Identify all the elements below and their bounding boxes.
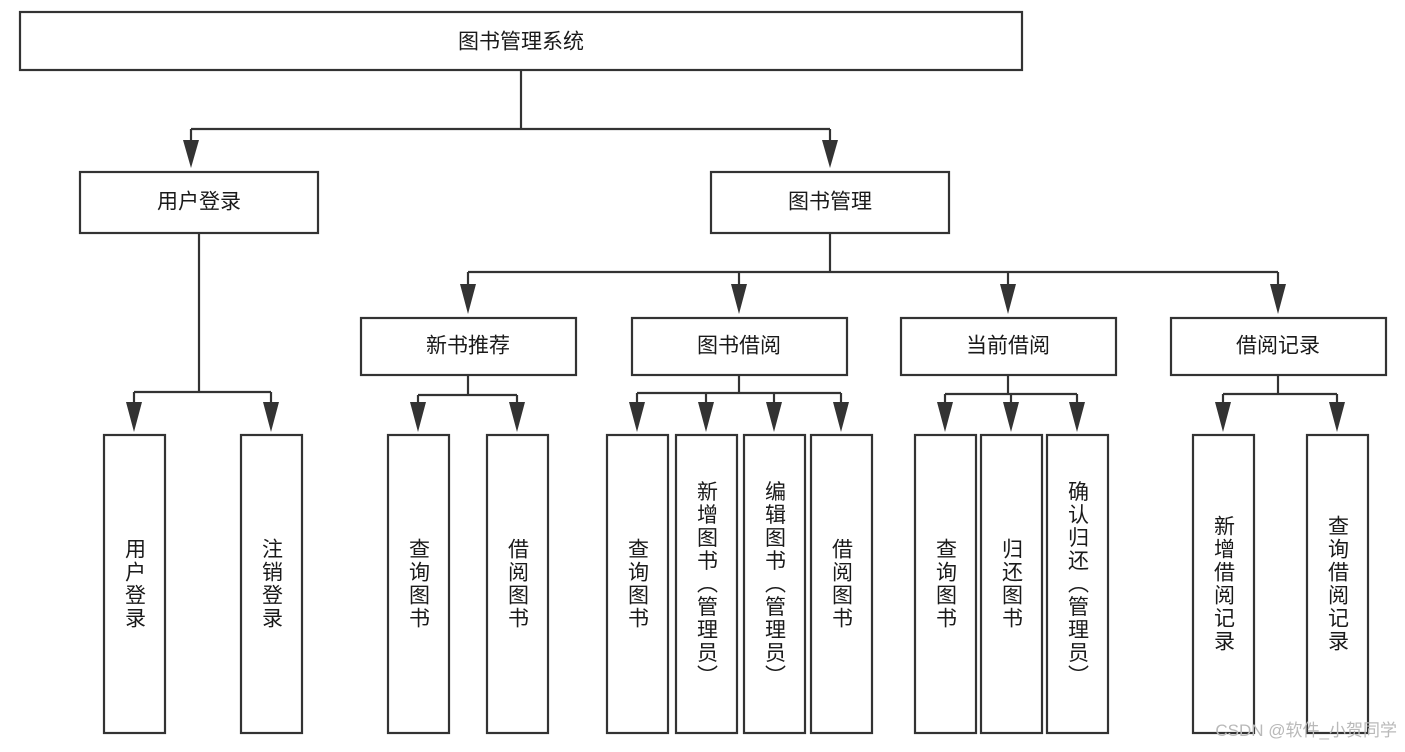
node-book-manage-label: 图书管理	[788, 191, 872, 214]
node-leaf-confirm-return[interactable]: 确认归还（管理员）	[1045, 433, 1110, 735]
node-leaf-logout[interactable]: 注销登录	[239, 433, 304, 735]
node-book-borrow-label: 图书借阅	[697, 335, 781, 358]
node-leaf-logout-box[interactable]	[239, 433, 304, 735]
node-leaf-edit-book-label: 编辑图书（管理员）	[763, 481, 787, 688]
arrow-leaf-query-book-2	[629, 402, 645, 432]
node-leaf-borrow-book-1[interactable]: 借阅图书	[485, 433, 550, 735]
arrow-leaf-return-book	[1003, 402, 1019, 432]
node-leaf-query-book-3-box[interactable]	[913, 433, 978, 735]
node-book-borrow[interactable]: 图书借阅	[630, 316, 849, 377]
node-leaf-user-login[interactable]: 用户登录	[102, 433, 167, 735]
node-leaf-query-record[interactable]: 查询借阅记录	[1305, 433, 1370, 735]
node-leaf-add-book-label: 新增图书（管理员）	[695, 481, 719, 688]
node-leaf-return-book[interactable]: 归还图书	[979, 433, 1044, 735]
node-leaf-query-book-3[interactable]: 查询图书	[913, 433, 978, 735]
node-book-borrow-box[interactable]	[630, 316, 849, 377]
arrow-leaf-confirm-return	[1069, 402, 1085, 432]
node-root[interactable]: 图书管理系统	[18, 10, 1024, 72]
arrow-leaf-add-book	[698, 402, 714, 432]
node-leaf-add-record-box[interactable]	[1191, 433, 1256, 735]
arrow-leaf-query-book-3	[937, 402, 953, 432]
arrow-leaf-borrow-book-2	[833, 402, 849, 432]
node-new-book-rec[interactable]: 新书推荐	[359, 316, 578, 377]
node-current-borrow-label: 当前借阅	[966, 335, 1050, 358]
node-root-box[interactable]	[18, 10, 1024, 72]
csdn-watermark: CSDN @软件_小贺同学	[1215, 721, 1397, 740]
arrow-leaf-add-record	[1215, 402, 1231, 432]
node-leaf-query-record-box[interactable]	[1305, 433, 1370, 735]
node-leaf-query-book-2-label: 查询图书	[626, 538, 650, 630]
node-leaf-borrow-book-2[interactable]: 借阅图书	[809, 433, 874, 735]
node-book-manage-box[interactable]	[709, 170, 951, 235]
arrow-leaf-borrow-book-1	[509, 402, 525, 432]
node-leaf-query-book-1-label: 查询图书	[407, 538, 431, 630]
node-current-borrow[interactable]: 当前借阅	[899, 316, 1118, 377]
node-leaf-confirm-return-box[interactable]	[1045, 433, 1110, 735]
arrow-root-to-user-login	[183, 140, 199, 168]
node-user-login-box[interactable]	[78, 170, 320, 235]
node-leaf-edit-book[interactable]: 编辑图书（管理员）	[742, 433, 807, 735]
arrow-leaf-user-login	[126, 402, 142, 432]
node-leaf-query-book-1-box[interactable]	[386, 433, 451, 735]
node-book-manage[interactable]: 图书管理	[709, 170, 951, 235]
arrow-to-borrow-record	[1270, 284, 1286, 314]
connector-layer	[126, 70, 1345, 432]
node-leaf-user-login-box[interactable]	[102, 433, 167, 735]
node-borrow-record[interactable]: 借阅记录	[1169, 316, 1388, 377]
arrow-to-new-book-rec	[460, 284, 476, 314]
node-leaf-confirm-return-label: 确认归还（管理员）	[1066, 481, 1090, 688]
arrow-leaf-logout	[263, 402, 279, 432]
node-root-label: 图书管理系统	[458, 31, 584, 54]
node-leaf-borrow-book-2-label: 借阅图书	[830, 538, 854, 630]
node-leaf-return-book-label: 归还图书	[1000, 538, 1024, 630]
node-leaf-add-record[interactable]: 新增借阅记录	[1191, 433, 1256, 735]
node-leaf-logout-label: 注销登录	[260, 538, 284, 630]
node-leaf-query-book-1[interactable]: 查询图书	[386, 433, 451, 735]
node-leaf-user-login-label: 用户登录	[123, 538, 147, 630]
node-leaf-edit-book-box[interactable]	[742, 433, 807, 735]
arrow-root-to-book-manage	[822, 140, 838, 168]
node-new-book-rec-label: 新书推荐	[426, 335, 510, 358]
node-leaf-borrow-book-1-box[interactable]	[485, 433, 550, 735]
arrow-leaf-query-book-1	[410, 402, 426, 432]
node-borrow-record-box[interactable]	[1169, 316, 1388, 377]
node-leaf-query-record-label: 查询借阅记录	[1326, 515, 1350, 653]
node-leaf-query-book-2-box[interactable]	[605, 433, 670, 735]
arrow-leaf-edit-book	[766, 402, 782, 432]
node-leaf-borrow-book-2-box[interactable]	[809, 433, 874, 735]
arrow-to-current-borrow	[1000, 284, 1016, 314]
arrow-to-book-borrow	[731, 284, 747, 314]
node-leaf-query-book-2[interactable]: 查询图书	[605, 433, 670, 735]
node-leaf-return-book-box[interactable]	[979, 433, 1044, 735]
node-leaf-add-book-box[interactable]	[674, 433, 739, 735]
node-new-book-rec-box[interactable]	[359, 316, 578, 377]
node-user-login[interactable]: 用户登录	[78, 170, 320, 235]
node-current-borrow-box[interactable]	[899, 316, 1118, 377]
node-user-login-label: 用户登录	[157, 191, 241, 214]
node-leaf-add-book[interactable]: 新增图书（管理员）	[674, 433, 739, 735]
node-borrow-record-label: 借阅记录	[1236, 335, 1320, 358]
node-leaf-add-record-label: 新增借阅记录	[1212, 515, 1236, 653]
arrow-leaf-query-record	[1329, 402, 1345, 432]
node-leaf-query-book-3-label: 查询图书	[934, 538, 958, 630]
node-leaf-borrow-book-1-label: 借阅图书	[506, 538, 530, 630]
